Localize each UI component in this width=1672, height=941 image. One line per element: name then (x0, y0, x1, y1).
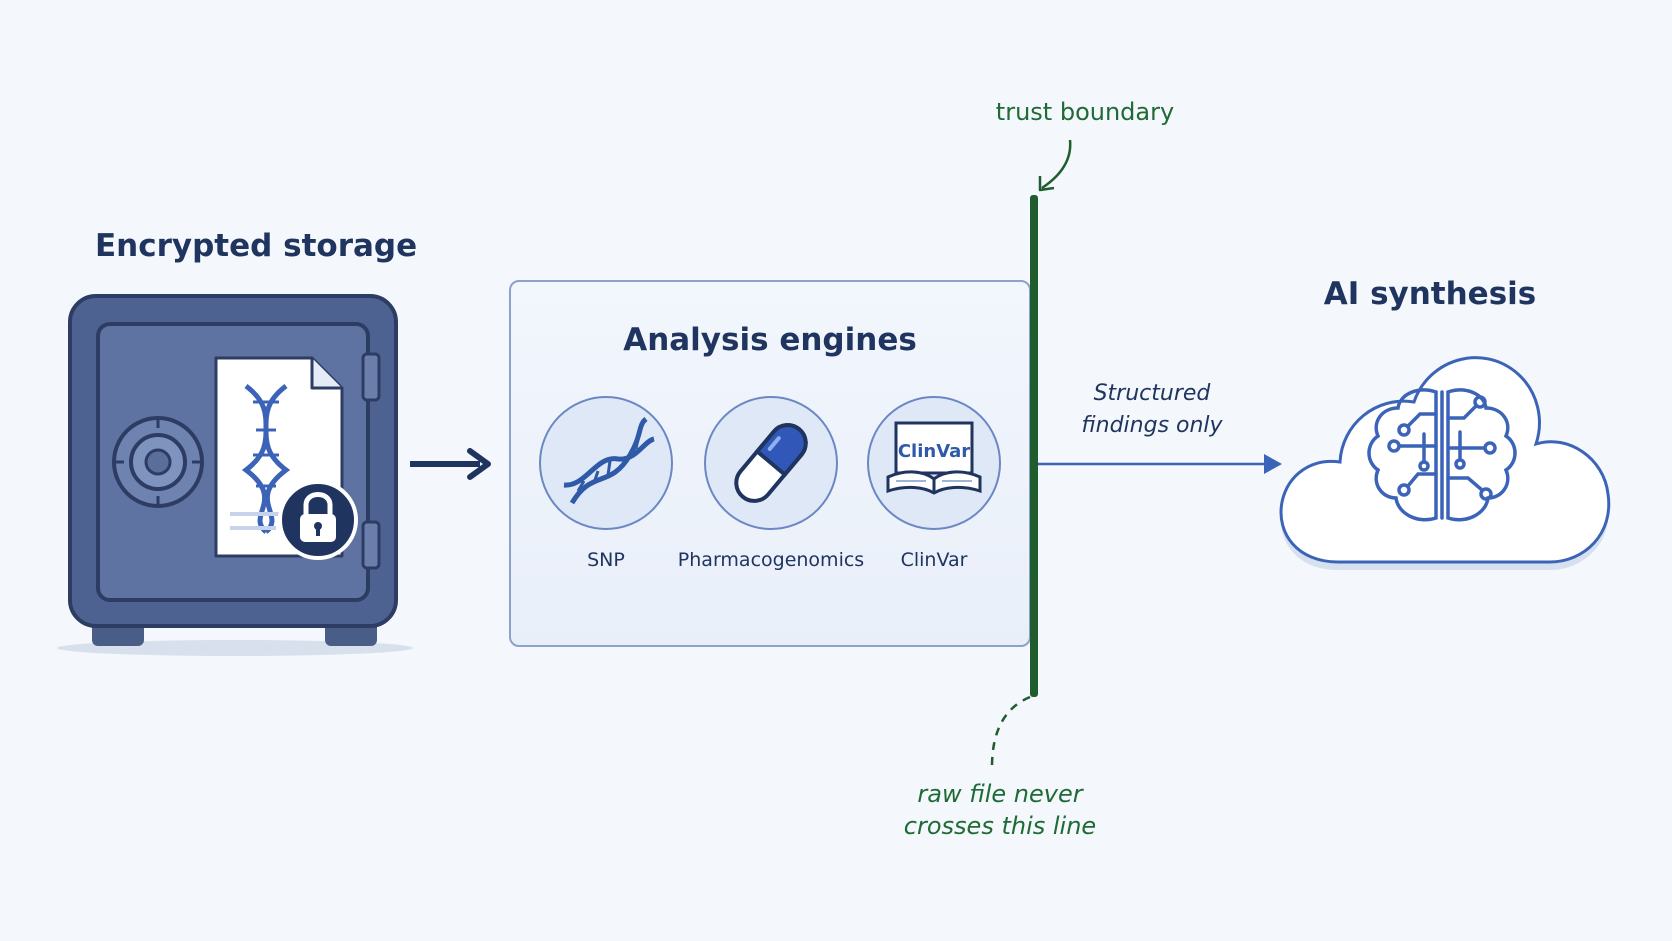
curved-pointer-arrow-top (1038, 139, 1072, 192)
curved-dashed-pointer-bottom (990, 695, 1031, 768)
boundary-note-line2: crosses this line (903, 812, 1097, 840)
engine-label-pharmacogenomics: Pharmacogenomics (677, 549, 865, 571)
safe-icon (57, 294, 413, 656)
flow-label-line2: findings only (1081, 413, 1223, 438)
dna-icon (539, 396, 673, 530)
engines-title: Analysis engines (623, 322, 917, 358)
trust-boundary-line (1030, 195, 1038, 697)
clinvar-badge-text: ClinVar (897, 441, 971, 462)
storage-title: Encrypted storage (95, 228, 418, 264)
book-icon (867, 396, 1001, 530)
combination-dial-icon (112, 416, 204, 508)
ai-title: AI synthesis (1323, 276, 1537, 312)
cloud-icon (1279, 356, 1611, 570)
flow-arrow-icon (1038, 454, 1282, 474)
brain-circuit-icon (1367, 388, 1517, 522)
pill-capsule-icon (704, 396, 838, 530)
lock-icon (278, 480, 358, 560)
arrow-right-icon (410, 448, 491, 480)
boundary-note-line1: raw file never (917, 780, 1083, 808)
engine-label-snp: SNP (587, 549, 625, 571)
trust-boundary-label: trust boundary (995, 98, 1175, 126)
flow-label-line1: Structured (1093, 381, 1211, 406)
engine-label-clinvar: ClinVar (900, 549, 968, 571)
